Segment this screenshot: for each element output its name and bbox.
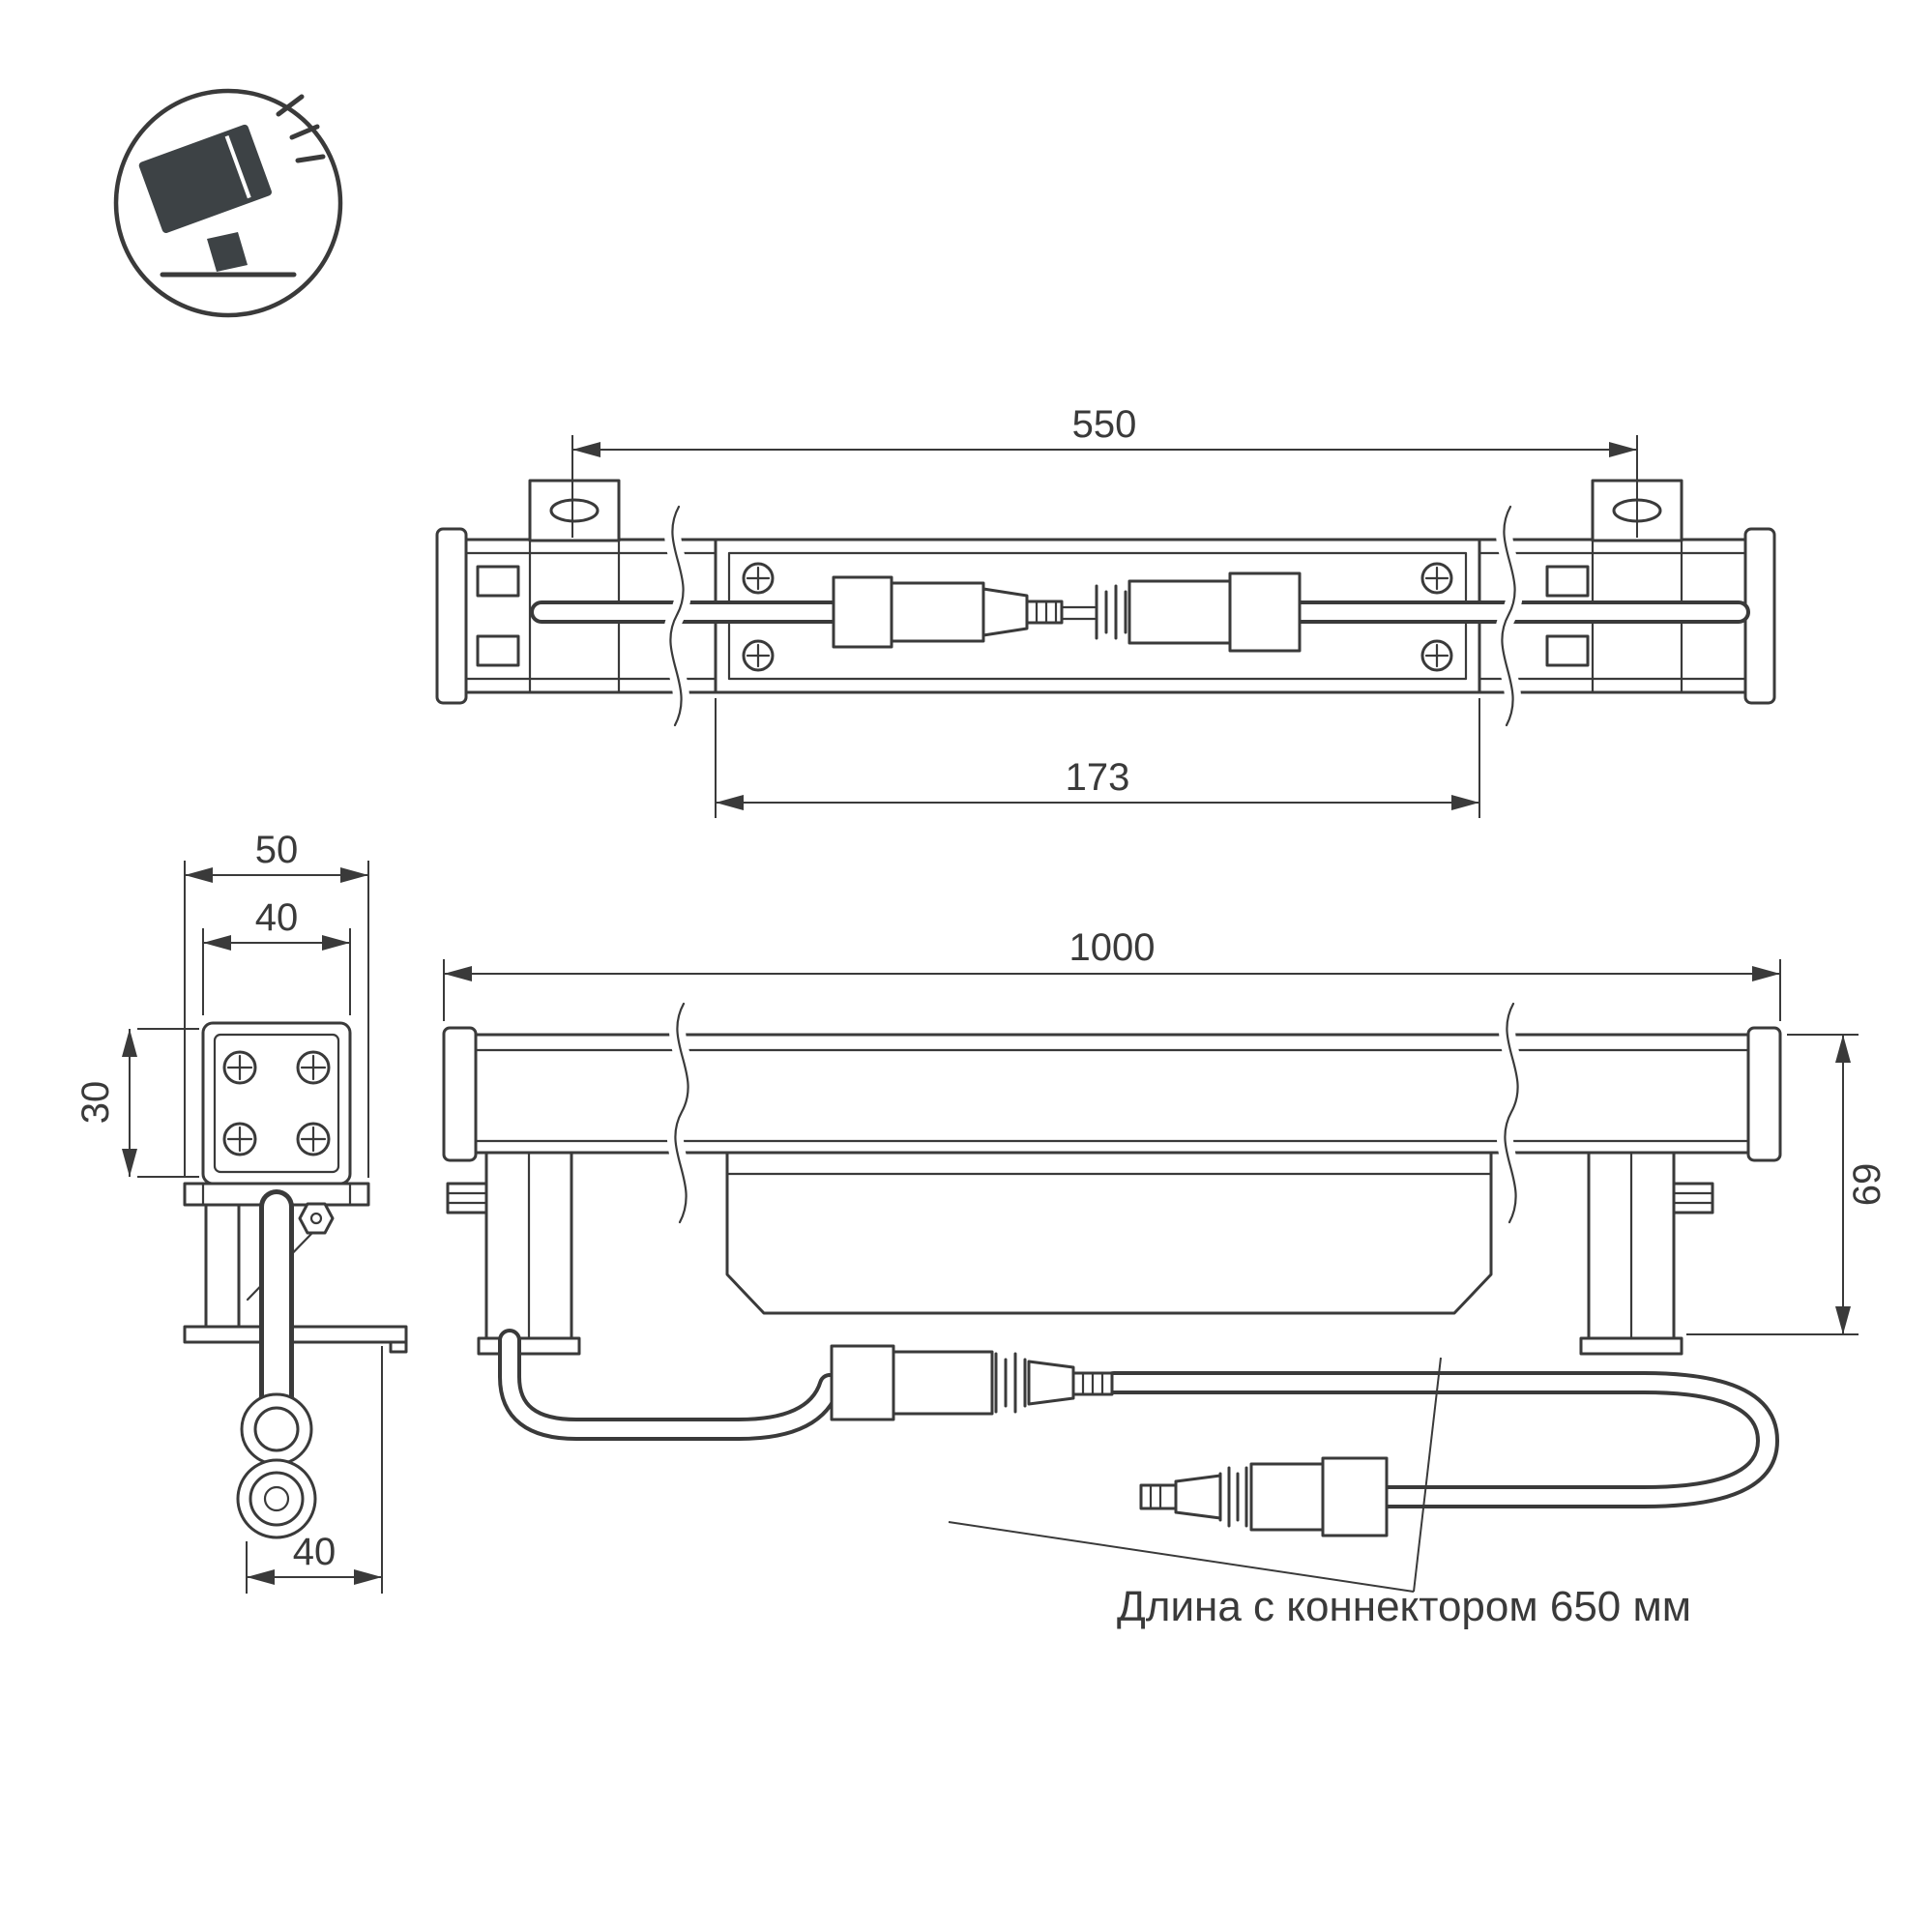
front-view-cables (498, 1329, 1780, 1508)
dim-1000-label: 1000 (1069, 926, 1156, 969)
front-view-tube (442, 1026, 1782, 1162)
dim-40-bottom-label: 40 (293, 1531, 337, 1573)
cable-end-connector (1139, 1456, 1389, 1537)
screw-icon (296, 1050, 331, 1085)
dimension-173: 173 (715, 698, 1480, 818)
right-end-cap (1746, 1026, 1782, 1162)
side-view-bracket (183, 1202, 408, 1354)
cable-length-annotation: Длина с коннектором 650 мм (948, 1357, 1691, 1630)
dim-50-label: 50 (255, 829, 299, 871)
dimension-50: 50 (184, 829, 369, 1178)
top-view-left-bracket (528, 479, 621, 693)
left-clamp-nuts (476, 565, 520, 667)
left-end-cap (435, 527, 468, 705)
dimension-69: 69 (1686, 1034, 1888, 1335)
leader-line (1413, 1357, 1442, 1593)
screw-icon (296, 1122, 331, 1156)
dim-550-label: 550 (1072, 403, 1137, 446)
bracket-foot (1579, 1336, 1683, 1356)
front-connector-pair (830, 1344, 1114, 1421)
pivot-nut (298, 1202, 335, 1235)
right-clamp-nuts (1545, 565, 1590, 667)
front-view-left-bracket (446, 1151, 581, 1356)
front-view-right-bracket (1579, 1151, 1714, 1356)
bracket-base (183, 1325, 408, 1344)
bracket-bolt (446, 1182, 488, 1215)
left-end-cap (442, 1026, 478, 1162)
dimension-40-top: 40 (202, 896, 351, 1015)
floodlight-head (138, 124, 272, 233)
screw-icon (222, 1122, 257, 1156)
dim-40-top-label: 40 (255, 896, 299, 939)
dimension-550: 550 (571, 403, 1638, 538)
top-view: 550 173 (435, 403, 1776, 818)
side-view: 50 40 30 40 (74, 829, 408, 1594)
break-lines (661, 498, 1524, 734)
icon-circle (113, 88, 343, 318)
front-view: 1000 69 Длина с коннектором 650 мм (442, 926, 1888, 1630)
screw-icon (1420, 562, 1453, 595)
right-end-cap (1743, 527, 1776, 705)
leader-line (948, 1521, 1415, 1593)
floodlight-stand (207, 232, 248, 272)
front-view-lower-housing (725, 1151, 1493, 1315)
side-view-cable (236, 1189, 317, 1539)
screw-icon (742, 639, 775, 672)
light-rays-icon (276, 94, 326, 163)
left-slot-hole (549, 498, 600, 523)
screw-icon (222, 1050, 257, 1085)
cable-note-text: Длина с коннектором 650 мм (1117, 1583, 1691, 1630)
dimension-40-bottom: 40 (246, 1346, 383, 1594)
dim-30-label: 30 (74, 1081, 117, 1125)
side-view-body (201, 1021, 352, 1186)
dimension-30: 30 (74, 1028, 199, 1178)
screw-icon (1420, 639, 1453, 672)
connector-pair (832, 571, 1302, 653)
spotlight-icon (113, 88, 343, 318)
bracket-foot (477, 1336, 581, 1356)
dimension-1000: 1000 (443, 926, 1781, 1021)
screw-icon (742, 562, 775, 595)
bracket-arm (204, 1203, 241, 1329)
bracket-bolt (1672, 1182, 1714, 1215)
break-lines (666, 995, 1527, 1231)
dim-69-label: 69 (1846, 1163, 1888, 1207)
dim-173-label: 173 (1066, 756, 1130, 799)
